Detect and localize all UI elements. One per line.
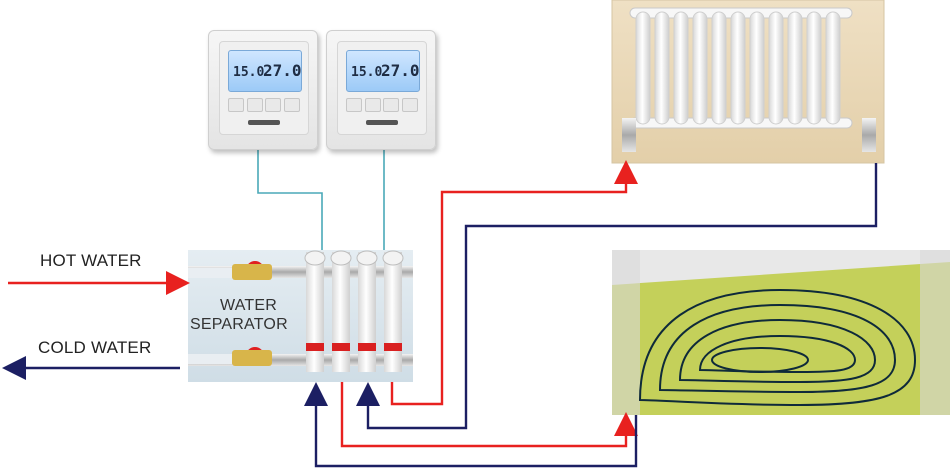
- room-temperature: 27.0: [381, 61, 420, 80]
- hot-water-label: HOT WATER: [40, 251, 142, 270]
- hot-supply-pipes: [340, 160, 638, 448]
- floor-heating-image: [612, 250, 950, 415]
- thermostat-face: 15.0 27.0: [219, 41, 309, 135]
- thermostat-display: 15.0 27.0: [228, 50, 302, 92]
- cold-water-label: COLD WATER: [38, 338, 152, 357]
- thermostat-button: [346, 98, 362, 112]
- manifold-ports: [304, 250, 404, 372]
- thermostat-buttons: [346, 98, 418, 112]
- thermostat-button: [265, 98, 282, 112]
- radiator-image: [611, 0, 885, 164]
- thermostat-face: 15.0 27.0: [337, 41, 427, 135]
- water-separator-label-line2: SEPARATOR: [190, 316, 288, 333]
- signal-wires: [257, 150, 385, 256]
- thermostat-button: [246, 98, 263, 112]
- thermostat-display: 15.0 27.0: [346, 50, 420, 92]
- set-temperature: 15.0: [351, 65, 383, 80]
- radiator-supply-pipe: [390, 160, 638, 406]
- thermostat-button: [401, 98, 418, 112]
- floor-supply-pipe: [340, 382, 638, 448]
- thermostat-right: 15.0 27.0: [326, 30, 436, 150]
- water-separator: [188, 250, 413, 382]
- thermostat-slot: [366, 120, 398, 125]
- set-temperature: 15.0: [233, 65, 265, 80]
- floor-return-pipe: [304, 382, 638, 468]
- room-temperature: 27.0: [263, 61, 302, 80]
- thermostat-button: [283, 98, 300, 112]
- thermostat-slot: [248, 120, 280, 125]
- thermostat-button: [364, 98, 381, 112]
- thermostat-button: [228, 98, 244, 112]
- thermostat-buttons: [228, 98, 300, 112]
- radiator-return-pipe: [356, 163, 878, 430]
- signal-wire-left: [257, 150, 323, 256]
- cold-return-pipes: [304, 163, 878, 468]
- water-separator-label-line1: WATER: [220, 297, 277, 314]
- thermostat-left: 15.0 27.0: [208, 30, 318, 150]
- thermostat-button: [383, 98, 400, 112]
